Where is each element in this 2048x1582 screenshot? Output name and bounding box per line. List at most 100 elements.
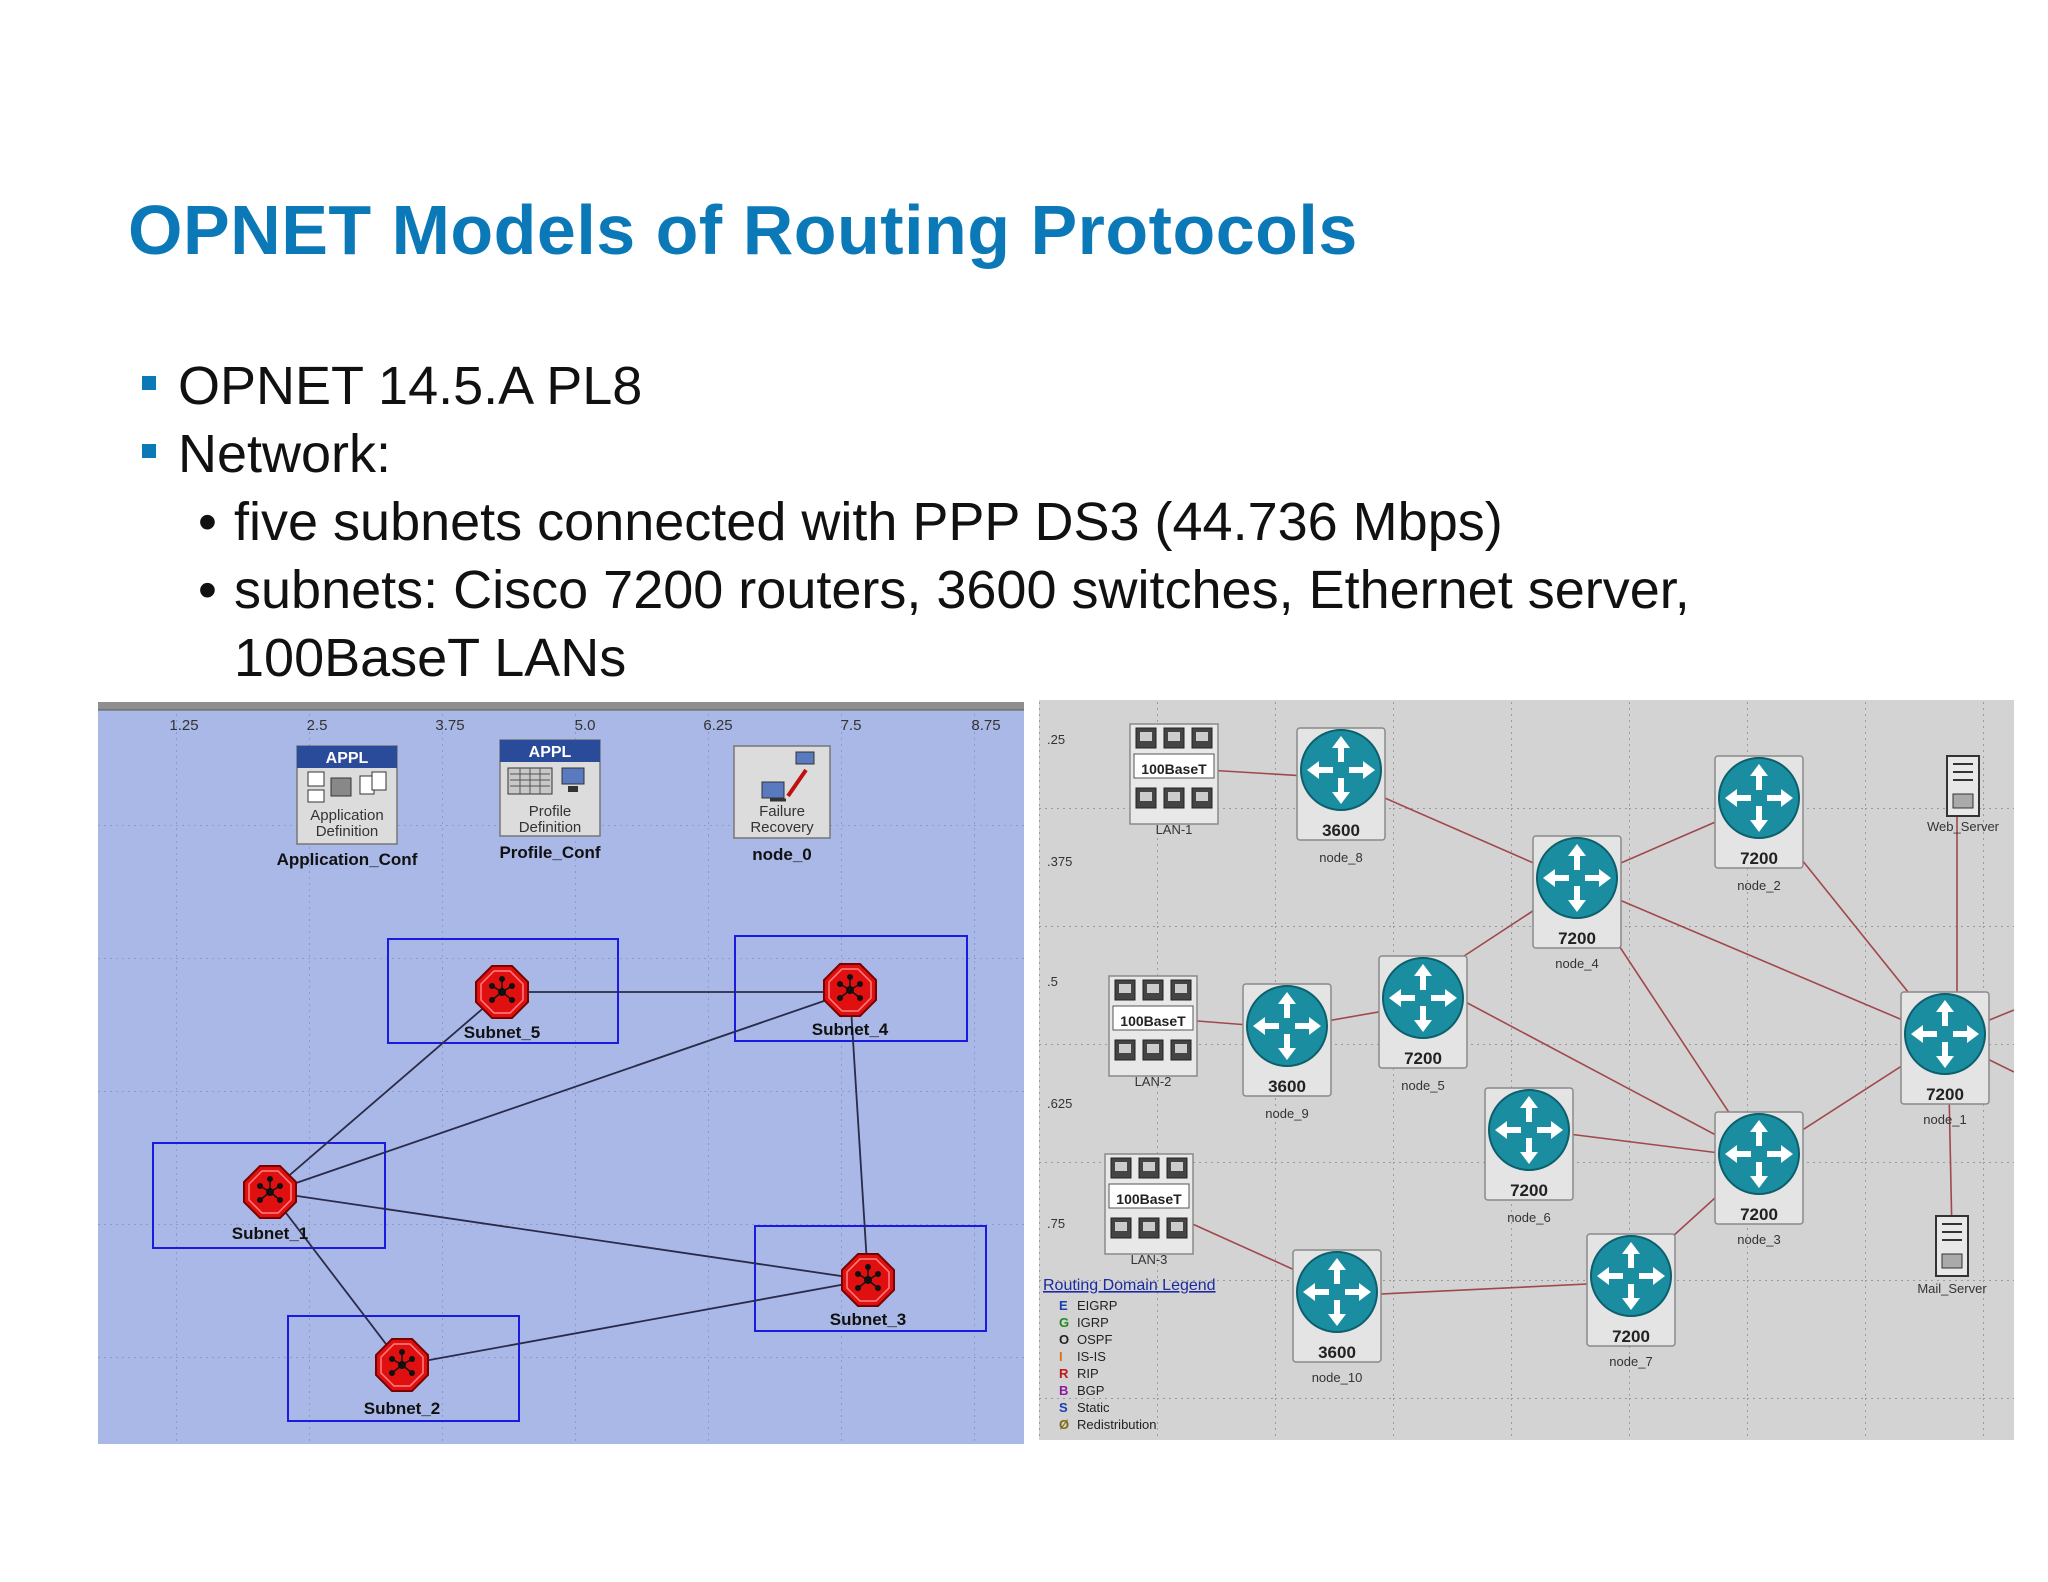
- ruler-tick-label: 2.5: [307, 717, 328, 734]
- legend-label: Redistribution: [1077, 1417, 1157, 1432]
- subnet-node[interactable]: Subnet_2: [364, 1338, 441, 1418]
- link[interactable]: [269, 991, 851, 1193]
- ruler-bar: [98, 702, 1024, 710]
- link[interactable]: [1576, 881, 1946, 1039]
- profile-definition-icon: [507, 767, 585, 795]
- node-label: Application_Conf: [277, 850, 418, 869]
- node-label: Profile_Conf: [499, 843, 600, 862]
- router-model: 7200: [1740, 1205, 1778, 1224]
- router-model: 3600: [1268, 1077, 1306, 1096]
- lan-node[interactable]: 100BaseT LAN-3: [1104, 1153, 1194, 1267]
- subnet-node[interactable]: Subnet_5: [464, 965, 541, 1042]
- router-node[interactable]: 7200 node_7: [1586, 1233, 1676, 1369]
- subnet-icon: [375, 1338, 429, 1392]
- legend-label: BGP: [1077, 1383, 1104, 1398]
- router-model: 3600: [1318, 1343, 1356, 1362]
- subnet-selection-box: [754, 1225, 987, 1332]
- node-label: node_7: [1609, 1354, 1652, 1369]
- legend-code: S: [1059, 1400, 1068, 1415]
- router-node[interactable]: 7200 node_6: [1484, 1087, 1574, 1225]
- failure-recovery-icon: [761, 751, 815, 802]
- router-node[interactable]: 7200 node_2: [1714, 755, 1804, 893]
- link[interactable]: [1948, 1089, 1953, 1236]
- subnet-topology-canvas[interactable]: 1.25 2.5 3.75 5.0 6.25 7.5 8.75 APPL App…: [98, 702, 1024, 1444]
- subnet-label: Subnet_5: [464, 1023, 541, 1042]
- subnet-topology-editor[interactable]: 1.25 2.5 3.75 5.0 6.25 7.5 8.75 APPL App…: [98, 702, 1024, 1444]
- node-label: LAN-1: [1156, 822, 1193, 837]
- server-node[interactable]: Web_Server: [1927, 755, 2000, 834]
- lan-type-label: 100BaseT: [1120, 1013, 1186, 1029]
- square-bullet-icon: [142, 376, 156, 390]
- server-icon: [1946, 755, 1980, 817]
- lan-node[interactable]: 100BaseT LAN-2: [1108, 975, 1198, 1089]
- icon-caption: Recovery: [750, 819, 814, 836]
- slide-title: OPNET Models of Routing Protocols: [128, 191, 1358, 269]
- application-definition-icon: [307, 771, 387, 803]
- node-label: node_9: [1265, 1106, 1308, 1121]
- link[interactable]: [1338, 1281, 1630, 1297]
- link[interactable]: [269, 1191, 869, 1281]
- subnet-selection-box: [734, 935, 968, 1042]
- router-node[interactable]: 3600 node_10: [1292, 1249, 1382, 1385]
- dot-bullet-icon: •: [198, 492, 217, 552]
- icon-caption: Definition: [316, 823, 379, 840]
- application-config-node[interactable]: APPL Application Definition Application_…: [277, 745, 418, 869]
- legend-code: O: [1059, 1332, 1069, 1347]
- router-model: 7200: [1926, 1085, 1964, 1104]
- node-label: node_4: [1555, 956, 1598, 971]
- subnet-label: Subnet_1: [232, 1224, 309, 1243]
- router-model: 7200: [1558, 929, 1596, 948]
- router-model: 7200: [1510, 1181, 1548, 1200]
- icon-caption: Definition: [519, 819, 582, 836]
- bullet-text: OPNET 14.5.A PL8: [178, 356, 643, 416]
- lan-node[interactable]: 100BaseT LAN-1: [1129, 723, 1219, 837]
- node-label: Mail_Server: [1917, 1281, 1987, 1296]
- bullet-list: OPNET 14.5.A PL8 Network: • five subnets…: [140, 352, 2010, 692]
- node-label: node_8: [1319, 850, 1362, 865]
- node-label: node_5: [1401, 1078, 1444, 1093]
- node-label: node_0: [752, 845, 812, 864]
- legend-title[interactable]: Routing Domain Legend: [1043, 1277, 1216, 1294]
- node-label: node_6: [1507, 1210, 1550, 1225]
- router-node[interactable]: 3600 node_9: [1242, 983, 1332, 1121]
- router-model: 3600: [1322, 821, 1360, 840]
- lan-type-label: 100BaseT: [1141, 761, 1207, 777]
- bullet-text: 100BaseT LANs: [234, 628, 627, 688]
- server-node[interactable]: Mail_Server: [1917, 1215, 1987, 1296]
- icon-caption: Failure: [759, 803, 805, 820]
- ppp-ds3-links: [269, 991, 869, 1366]
- sub-bullet-item: • subnets: Cisco 7200 routers, 3600 swit…: [140, 556, 2010, 624]
- ruler-tick-label: .625: [1047, 1096, 1072, 1111]
- subnet-detail-editor[interactable]: .25 .375 .5 .625 .75 100BaseT LAN-1 100B…: [1039, 700, 2014, 1440]
- bullet-item: OPNET 14.5.A PL8: [140, 352, 2010, 420]
- ruler-tick-label: 1.25: [169, 717, 198, 734]
- link[interactable]: [1457, 997, 1760, 1159]
- failure-recovery-node[interactable]: Failure Recovery node_0: [733, 745, 831, 864]
- ruler-tick-label: 8.75: [971, 717, 1000, 734]
- router-node[interactable]: 7200 node_1: [1900, 991, 1990, 1127]
- icon-caption: Application: [310, 807, 383, 824]
- legend-code: E: [1059, 1298, 1068, 1313]
- router-node[interactable]: 7200 node_5: [1378, 955, 1468, 1093]
- bullet-text: Network:: [178, 424, 392, 484]
- subnet-detail-canvas[interactable]: .25 .375 .5 .625 .75 100BaseT LAN-1 100B…: [1039, 700, 2014, 1440]
- ruler-tick-label: .5: [1047, 974, 1058, 989]
- subnet-icon: [243, 1165, 297, 1219]
- router-node[interactable]: 7200 node_4: [1532, 835, 1622, 971]
- bullet-text: subnets: Cisco 7200 routers, 3600 switch…: [234, 560, 1690, 620]
- link[interactable]: [269, 1191, 403, 1366]
- router-model: 7200: [1404, 1049, 1442, 1068]
- link[interactable]: [401, 1279, 869, 1366]
- subnet-node[interactable]: Subnet_4: [812, 963, 889, 1039]
- router-node[interactable]: 7200 node_3: [1714, 1111, 1804, 1247]
- profile-config-node[interactable]: APPL Profile Definition Profile_Conf: [499, 739, 601, 862]
- node-label: LAN-3: [1131, 1252, 1168, 1267]
- link[interactable]: [269, 991, 503, 1193]
- legend-label: RIP: [1077, 1366, 1099, 1381]
- subnet-node[interactable]: Subnet_1: [232, 1165, 309, 1243]
- link[interactable]: [849, 991, 869, 1281]
- sub-bullet-continuation: 100BaseT LANs: [140, 624, 2010, 692]
- legend-label: IS-IS: [1077, 1349, 1106, 1364]
- subnet-node[interactable]: Subnet_3: [830, 1253, 907, 1329]
- router-node[interactable]: 3600 node_8: [1296, 727, 1386, 865]
